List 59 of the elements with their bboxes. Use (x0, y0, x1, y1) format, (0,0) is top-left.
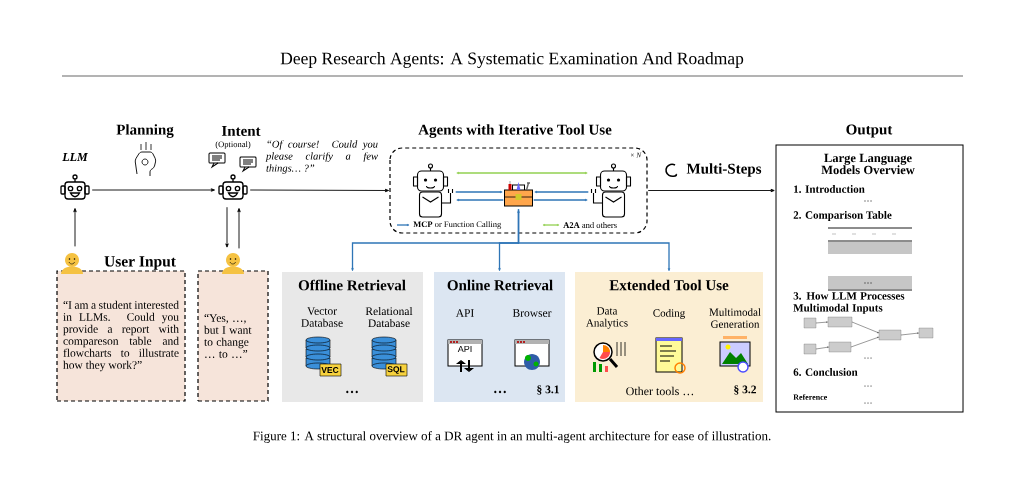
note-text: Other tools … (626, 386, 694, 396)
arrow (225, 206, 229, 248)
quote-text: “Of course! Could you please clarify a few things… ?” (265, 140, 378, 174)
arrow (534, 190, 589, 194)
item-label: Multimodal Generation (709, 308, 761, 328)
caption: Figure 1: A structural overview of a DR agent in an multi-agent architecture for ease of illustration. (253, 431, 771, 443)
ellipsis: … (864, 282, 872, 284)
ellipsis: … (864, 200, 872, 202)
section-label: § 3.1 (537, 385, 559, 395)
heading: Online Retrieval (447, 279, 553, 291)
item-label: Vector Database (301, 307, 343, 327)
toolbox-icon (504, 181, 533, 207)
legend-text: A2A and others (563, 222, 617, 228)
item-label: Data Analytics (586, 307, 628, 329)
arrow (249, 188, 389, 193)
arrow (73, 208, 77, 247)
heading: Output (846, 124, 893, 138)
ellipsis: … (864, 385, 872, 387)
item-label: Coding (653, 309, 685, 319)
robot-icon (412, 163, 454, 218)
ellipsis: … (494, 390, 506, 394)
heading: Agents with Iterative Tool Use (418, 124, 612, 138)
item-label: API (455, 309, 474, 317)
tag-label: VEC (321, 367, 339, 373)
arrow (351, 209, 520, 272)
arrow (455, 190, 503, 194)
edge-label: Multi-Steps (686, 163, 762, 177)
arrow (533, 198, 588, 202)
heading: Intent (221, 126, 261, 136)
heading: Extended Tool Use (609, 279, 729, 291)
subheading: (Optional) (215, 141, 251, 149)
arrow (237, 208, 241, 249)
node-label: LLM (62, 153, 88, 161)
tag-label: SQL (387, 366, 405, 374)
legend-text: MCP or Function Calling (413, 221, 502, 229)
arrow (517, 208, 671, 272)
ellipsis: … (346, 390, 358, 394)
heading: User Input (104, 256, 176, 270)
item-label: Relational Database (365, 306, 413, 328)
arrow (456, 198, 504, 202)
document-title: Large Language Models Overview (821, 153, 915, 175)
arrow (91, 188, 215, 192)
section-heading: Reference (793, 394, 828, 400)
section-label: § 3.2 (734, 385, 756, 395)
item-label: Browser (512, 309, 552, 317)
arrow (456, 171, 588, 175)
icon-label: API (457, 345, 472, 353)
arrow (647, 188, 775, 193)
section-heading: 3. How LLM Processes Multimodal Inputs (793, 292, 905, 314)
heading: Offline Retrieval (298, 279, 406, 291)
section-heading: 2. Comparison Table (793, 211, 892, 221)
quote-box: “Yes, …, but I want to change … to …” (197, 270, 269, 402)
quote-box: “I am a student interested in LLMs. Could you provide a report with compareson table and flowcharts to illustrate how they work?” (56, 270, 186, 402)
ellipsis: … (864, 402, 872, 404)
edge-label: Planning (116, 124, 174, 138)
section-heading: 6. Conclusion (793, 368, 858, 376)
title: Deep Research Agents: A Systematic Examination And Roadmap (280, 52, 744, 68)
ellipsis: … (864, 357, 872, 359)
section-heading: 1. Introduction (794, 185, 865, 193)
